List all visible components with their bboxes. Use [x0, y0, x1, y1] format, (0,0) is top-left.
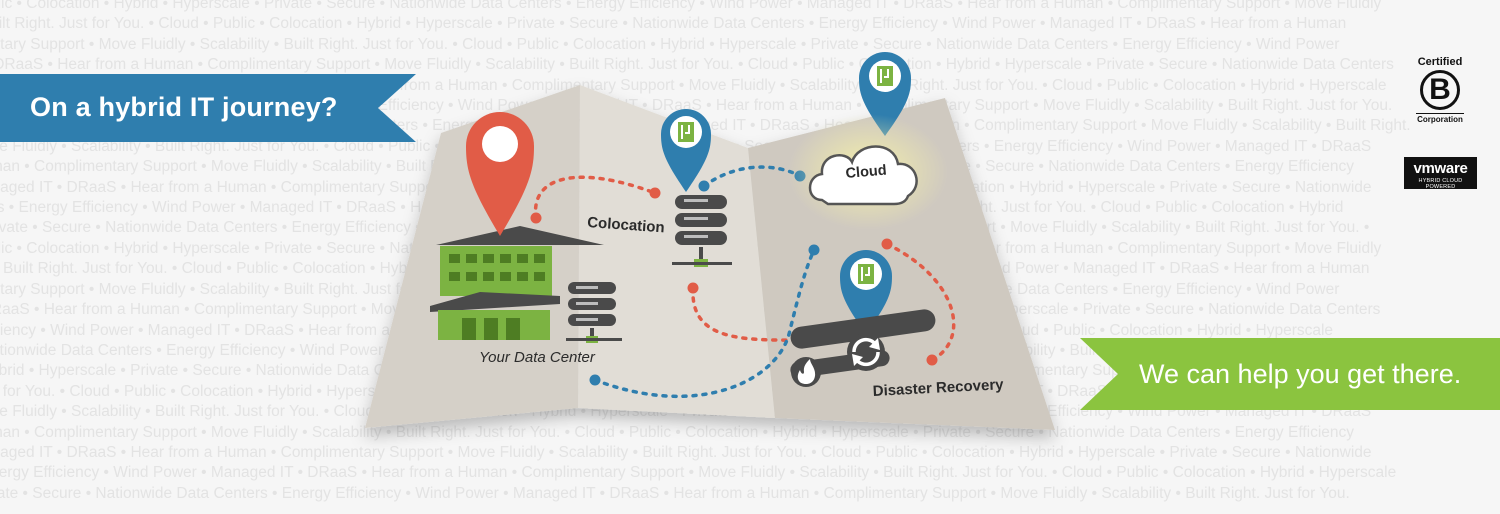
- server-stack-icon: [566, 282, 622, 343]
- cloud-label: Cloud: [845, 162, 887, 182]
- route-datacenter-to-dr: [593, 248, 816, 398]
- colocation-map-pin-icon: [661, 109, 711, 192]
- tagline-ribbon: [1080, 338, 1500, 410]
- route-dot: [589, 374, 601, 386]
- bcorp-b-letter: B: [1420, 70, 1460, 110]
- route-dot: [530, 212, 542, 224]
- fire-icon: [791, 357, 821, 387]
- vmware-hybrid-cloud-powered-logo: vmware HYBRID CLOUD POWERED: [1404, 157, 1477, 190]
- vmware-subtitle: HYBRID CLOUD POWERED: [1418, 178, 1463, 190]
- background-text-line: Private • Secure • Nationwide Data Cente…: [0, 484, 1350, 502]
- certified-b-corp-logo: Certified B Corporation: [1410, 56, 1470, 130]
- headline-text: On a hybrid IT journey?: [30, 92, 338, 122]
- background-text-line: mentary Support • Move Fluidly • Scalabi…: [0, 35, 1340, 53]
- headline-ribbon: [0, 74, 416, 142]
- disaster-recovery-label: Disaster Recovery: [872, 376, 1004, 400]
- disaster-recovery-map-pin-icon: [840, 250, 892, 334]
- route-dot: [649, 187, 661, 199]
- your-data-center-label: Your Data Center: [479, 349, 596, 366]
- background-text-line: • Built Right. Just for You. • Cloud • P…: [0, 15, 1347, 33]
- colocation-label: Colocation: [587, 214, 665, 236]
- route-cloud-to-dr: [885, 242, 956, 362]
- bcorp-corporation-label: Corporation: [1416, 113, 1464, 124]
- colocation-server-icon: [672, 195, 732, 267]
- bcorp-certified-label: Certified: [1417, 56, 1463, 68]
- route-dot: [808, 244, 820, 256]
- route-dot: [698, 180, 710, 192]
- vmware-name: vmware: [1413, 160, 1468, 177]
- sync-icon: [847, 333, 885, 371]
- route-datacenter-to-colocation: [533, 175, 657, 220]
- cloud-icon: [788, 114, 948, 230]
- background-text-line: • Energy Efficiency • Wind Power • Manag…: [0, 464, 1397, 482]
- background-text-line: Managed IT • DRaaS • Hear from a Human •…: [0, 443, 1372, 461]
- route-dot: [926, 354, 938, 366]
- data-center-building-icon: [430, 226, 604, 340]
- route-endpoints: [530, 170, 938, 386]
- tagline-text: We can help you get there.: [1139, 359, 1462, 389]
- background-text-line: T • DRaaS • Hear from a Human • Complime…: [0, 56, 1394, 74]
- route-dot: [687, 282, 699, 294]
- hybrid-it-map-scene: Your Data Center Colocation Cloud Disast…: [365, 52, 1055, 430]
- data-center-map-pin-icon: [466, 112, 534, 236]
- background-text-line: Public • Colocation • Hybrid • Hyperscal…: [0, 0, 1382, 12]
- route-dot: [881, 238, 893, 250]
